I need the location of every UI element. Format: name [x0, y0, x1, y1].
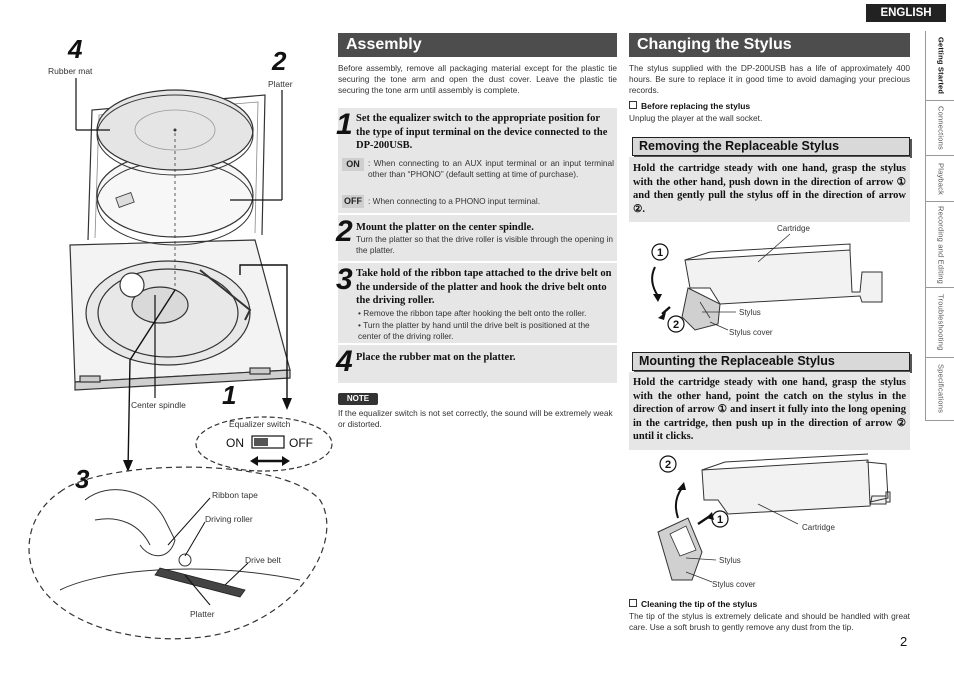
- illus-step-2: 2: [271, 46, 287, 76]
- step-4-text: Place the rubber mat on the platter.: [356, 352, 516, 363]
- side-tab-getting-started[interactable]: Getting Started: [926, 31, 954, 101]
- note-label: NOTE: [338, 393, 378, 405]
- before-replacing-text: Unplug the player at the wall socket.: [629, 113, 763, 123]
- off-badge: OFF: [342, 195, 364, 208]
- stylus-title: Changing the Stylus: [629, 33, 910, 57]
- assembly-step-3: 3 Take hold of the ribbon tape attached …: [336, 263, 617, 343]
- removing-label-cartridge: Cartridge: [777, 224, 810, 233]
- step-2-sub: Turn the platter so that the drive rolle…: [356, 234, 613, 255]
- checkbox-icon: [629, 599, 637, 607]
- label-drive-belt: Drive belt: [245, 555, 282, 565]
- label-equalizer-switch: Equalizer switch: [229, 419, 291, 429]
- assembly-illustration: 4 2 1 3 Rubber mat Platter Center spindl…: [28, 34, 333, 640]
- removing-stylus-diagram: 1 2 Cartridge Stylus Stylus cover: [651, 224, 883, 337]
- side-tab-playback[interactable]: Playback: [926, 156, 954, 203]
- label-rubber-mat: Rubber mat: [48, 66, 93, 76]
- stylus-intro: The stylus supplied with the DP-200USB h…: [629, 63, 910, 95]
- assembly-step-4: 4 Place the rubber mat on the platter.: [336, 345, 617, 383]
- mounting-num-2: 2: [665, 459, 671, 471]
- label-platter-bottom: Platter: [190, 609, 215, 619]
- on-option-text: : When connecting to an AUX input termin…: [368, 158, 614, 179]
- removing-stylus-title: Removing the Replaceable Stylus: [632, 137, 910, 156]
- assembly-intro: Before assembly, remove all packaging ma…: [338, 63, 617, 95]
- step-3-number: 3: [336, 263, 353, 296]
- removing-stylus-box: Hold the cartridge steady with one hand,…: [629, 157, 910, 222]
- step-1-number: 1: [336, 108, 353, 141]
- drive-belt-callout: [28, 466, 328, 640]
- side-tabs: Getting Started Connections Playback Rec…: [925, 31, 954, 421]
- note-text: If the equalizer switch is not set corre…: [338, 408, 613, 429]
- removing-num-2: 2: [673, 319, 679, 331]
- mounting-stylus-title: Mounting the Replaceable Stylus: [632, 352, 910, 371]
- assembly-step-2: 2 Mount the platter on the center spindl…: [336, 215, 617, 261]
- mounting-label-cartridge: Cartridge: [802, 523, 835, 532]
- step-4-number: 4: [336, 345, 353, 378]
- label-driving-roller: Driving roller: [205, 514, 253, 524]
- before-replacing-heading: Before replacing the stylus: [629, 101, 750, 111]
- mounting-label-stylus: Stylus: [719, 556, 741, 565]
- mounting-stylus-diagram: 2 1 Cartridge Stylus Stylus cover: [657, 453, 891, 589]
- side-tab-connections[interactable]: Connections: [926, 101, 954, 157]
- turntable-base: [69, 239, 291, 391]
- step-3-bullet-1: • Remove the ribbon tape after hooking t…: [358, 308, 587, 318]
- mounting-num-1: 1: [717, 514, 723, 526]
- mounting-label-stylus-cover: Stylus cover: [712, 580, 756, 589]
- removing-stylus-text: Hold the cartridge steady with one hand,…: [633, 163, 906, 215]
- assembly-step-1: 1 Set the equalizer switch to the approp…: [336, 108, 617, 213]
- assembly-title: Assembly: [338, 33, 617, 57]
- removing-label-stylus: Stylus: [739, 308, 761, 317]
- illus-step-1: 1: [222, 380, 236, 410]
- step-3-bullet-2: • Turn the platter by hand until the dri…: [358, 320, 590, 341]
- removing-num-1: 1: [657, 247, 663, 259]
- checkbox-icon: [629, 101, 637, 109]
- side-tab-troubleshooting[interactable]: Troubleshooting: [926, 288, 954, 358]
- illus-step-4: 4: [67, 34, 83, 64]
- language-badge: ENGLISH: [866, 4, 946, 22]
- side-tab-recording-editing[interactable]: Recording and Editing: [926, 202, 954, 289]
- removing-label-stylus-cover: Stylus cover: [729, 328, 773, 337]
- step-2-text: Mount the platter on the center spindle.: [356, 222, 534, 233]
- step-3-text: Take hold of the ribbon tape attached to…: [356, 268, 612, 306]
- side-tab-specifications[interactable]: Specifications: [926, 358, 954, 421]
- on-badge: ON: [342, 158, 364, 171]
- label-platter: Platter: [268, 79, 293, 89]
- mounting-stylus-text: Hold the cartridge steady with one hand,…: [633, 377, 906, 442]
- illus-step-3: 3: [75, 464, 90, 494]
- mounting-stylus-box: Hold the cartridge steady with one hand,…: [629, 372, 910, 450]
- label-center-spindle: Center spindle: [131, 400, 186, 410]
- label-ribbon-tape: Ribbon tape: [212, 490, 258, 500]
- off-option-text: : When connecting to a PHONO input termi…: [368, 196, 541, 206]
- page-number: 2: [900, 634, 908, 649]
- step-2-number: 2: [336, 215, 353, 248]
- cleaning-heading: Cleaning the tip of the stylus: [629, 599, 757, 609]
- cleaning-text: The tip of the stylus is extremely delic…: [629, 611, 910, 632]
- step-1-text: Set the equalizer switch to the appropri…: [356, 113, 608, 151]
- label-on: ON: [226, 436, 244, 450]
- label-off: OFF: [289, 436, 313, 450]
